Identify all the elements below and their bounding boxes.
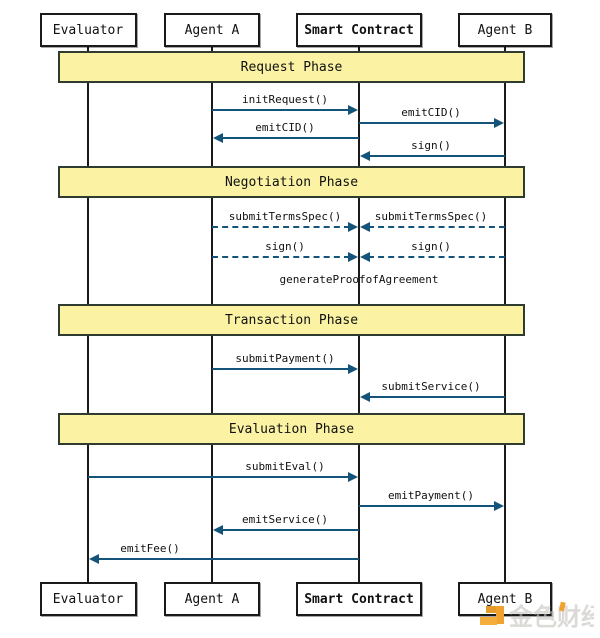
phase-banner-evaluation-phase: Evaluation Phase <box>58 413 525 445</box>
message-label-submitpayment-: submitPayment() <box>235 352 335 365</box>
message-arrowhead-3 <box>360 151 370 161</box>
message-line-0 <box>212 109 350 111</box>
jinse-finance-watermark: 金色财经 <box>480 601 594 631</box>
message-line-14 <box>97 558 359 560</box>
participant-top-agent-a: Agent A <box>164 13 260 47</box>
phase-banner-negotiation-phase: Negotiation Phase <box>58 166 525 198</box>
message-label-submittermsspec-: submitTermsSpec() <box>228 210 342 223</box>
message-label-initrequest-: initRequest() <box>241 93 329 106</box>
message-arrowhead-10 <box>360 392 370 402</box>
message-line-9 <box>212 368 350 370</box>
message-arrowhead-5 <box>360 222 370 232</box>
participant-bottom-smart-contract: Smart Contract <box>296 582 422 616</box>
phase-banner-request-phase: Request Phase <box>58 51 525 83</box>
jinse-logo-icon <box>480 606 504 625</box>
message-line-10 <box>368 396 505 398</box>
message-line-1 <box>359 122 496 124</box>
message-arrowhead-9 <box>348 364 358 374</box>
self-action-label-generateproofofagreement: generateProofofAgreement <box>279 273 439 286</box>
message-label-submitservice-: submitService() <box>381 380 481 393</box>
message-label-emitpayment-: emitPayment() <box>387 489 475 502</box>
message-line-11 <box>88 476 350 478</box>
message-label-sign-: sign() <box>411 139 451 152</box>
message-line-4 <box>212 226 350 228</box>
message-label-sign-: sign() <box>411 240 451 253</box>
message-arrowhead-13 <box>213 525 223 535</box>
message-label-submittermsspec-: submitTermsSpec() <box>374 210 488 223</box>
participant-bottom-agent-a: Agent A <box>164 582 260 616</box>
message-line-3 <box>368 155 505 157</box>
message-label-submiteval-: submitEval() <box>245 460 325 473</box>
message-arrowhead-7 <box>360 252 370 262</box>
message-line-6 <box>212 256 350 258</box>
message-arrowhead-4 <box>348 222 358 232</box>
message-arrowhead-14 <box>89 554 99 564</box>
message-label-emitcid-: emitCID() <box>401 106 461 119</box>
participant-top-smart-contract: Smart Contract <box>296 13 422 47</box>
message-label-emitcid-: emitCID() <box>255 121 315 134</box>
participant-top-agent-b: Agent B <box>458 13 552 47</box>
message-arrowhead-0 <box>348 105 358 115</box>
message-arrowhead-2 <box>213 133 223 143</box>
message-line-5 <box>368 226 505 228</box>
participant-bottom-agent-b: Agent B <box>458 582 552 616</box>
message-arrowhead-12 <box>494 501 504 511</box>
message-label-emitservice-: emitService() <box>241 513 329 526</box>
watermark-text: 金色财经 <box>508 603 594 631</box>
participant-top-evaluator: Evaluator <box>39 13 137 47</box>
message-label-emitfee-: emitFee() <box>120 542 180 555</box>
message-label-sign-: sign() <box>265 240 305 253</box>
message-arrowhead-11 <box>348 472 358 482</box>
message-arrowhead-1 <box>494 118 504 128</box>
message-arrowhead-6 <box>348 252 358 262</box>
message-line-12 <box>359 505 496 507</box>
message-line-7 <box>368 256 505 258</box>
participant-bottom-evaluator: Evaluator <box>39 582 137 616</box>
message-line-13 <box>221 529 359 531</box>
phase-banner-transaction-phase: Transaction Phase <box>58 304 525 336</box>
message-line-2 <box>221 137 359 139</box>
